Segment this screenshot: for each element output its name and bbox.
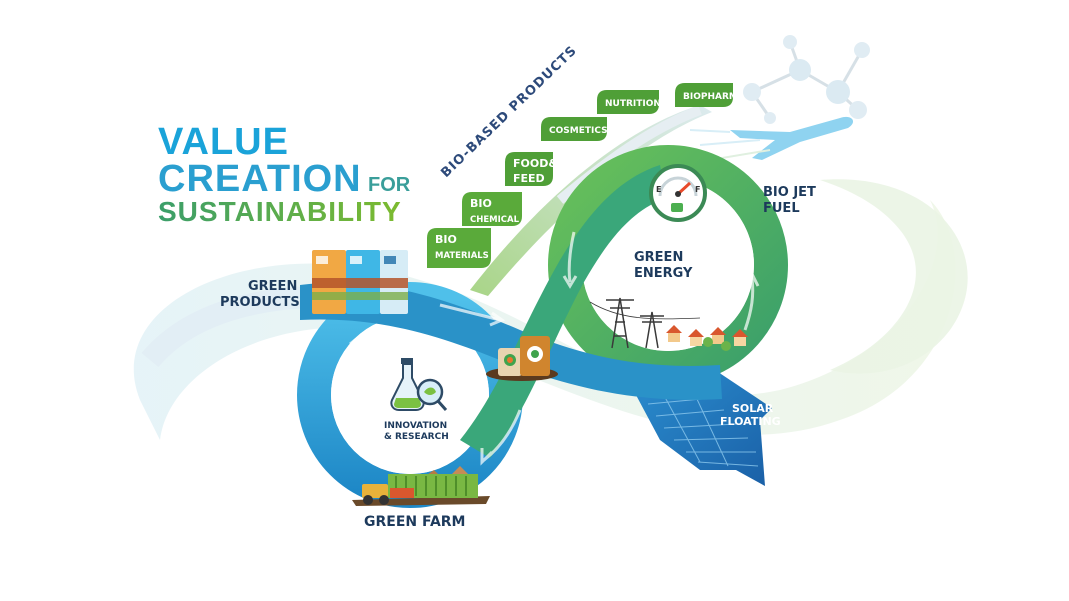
title-line-2: CREATION xyxy=(158,158,362,200)
tag-label-line-1: BIO xyxy=(470,197,492,210)
fertilizer-sacks-icon xyxy=(486,336,558,381)
tag-background xyxy=(541,117,607,141)
bio-based-tags: BIO MATERIALS BIO CHEMICAL FOOD&FEED COSMETIC… xyxy=(427,83,745,268)
bio-based-arc-band xyxy=(470,105,712,296)
solar-floating-label-1: SOLAR xyxy=(732,402,774,415)
bio-jet-fuel-label-2: FUEL xyxy=(763,201,800,216)
flow-arrows xyxy=(340,231,760,466)
bio-based-tag: BIO CHEMICAL xyxy=(462,192,522,226)
bio-based-tag: NUTRITION xyxy=(597,90,661,114)
molecule-decoration xyxy=(743,35,870,124)
product-bags-icon xyxy=(312,250,408,314)
title-line-1: VALUE xyxy=(158,121,289,163)
bio-based-tag: COSMETICS xyxy=(541,117,608,141)
solar-floating-label-2: FLOATING xyxy=(720,415,781,428)
power-towers-icon xyxy=(589,297,701,349)
bio-based-tag: BIO MATERIALS xyxy=(427,228,491,268)
innovation-label-2: & RESEARCH xyxy=(384,432,449,442)
tag-label-line-2: MATERIALS xyxy=(435,251,489,261)
green-farm-icon xyxy=(352,466,490,506)
tag-label-line-1: COSMETICS xyxy=(549,126,608,136)
innovation-label-1: INNOVATION xyxy=(384,421,447,431)
tag-label-line-2: CHEMICAL xyxy=(470,215,520,225)
title-line-3: SUSTAINABILITY xyxy=(158,196,402,227)
green-farm-label: GREEN FARM xyxy=(364,514,466,530)
green-energy-label-2: ENERGY xyxy=(634,266,693,281)
bio-jet-fuel-label-1: BIO JET xyxy=(763,185,816,200)
village-houses-icon xyxy=(666,325,748,351)
green-energy-label-1: GREEN xyxy=(634,250,683,265)
tag-label-line-1: NUTRITION xyxy=(605,99,661,109)
title-line-2-suffix: FOR xyxy=(368,174,411,196)
gauge-f-label: F xyxy=(695,185,700,194)
tag-label-line-1: BIOPHARMA xyxy=(683,92,745,102)
bio-based-tag: BIOPHARMA xyxy=(675,83,745,107)
tag-background xyxy=(675,83,733,107)
tag-label-line-2: FEED xyxy=(513,172,545,185)
tag-background xyxy=(505,152,553,186)
bio-based-tag: FOOD&FEED xyxy=(505,152,558,186)
tag-background xyxy=(597,90,659,114)
gauge-e-label: E xyxy=(656,185,661,194)
green-products-label-2: PRODUCTS xyxy=(220,295,300,310)
page-title: VALUE CREATION FOR SUSTAINABILITY xyxy=(158,121,411,227)
green-products-label-1: GREEN xyxy=(248,279,297,294)
innovation-flask-icon xyxy=(390,358,448,411)
tag-label-line-1: FOOD& xyxy=(513,157,558,170)
tag-label-line-1: BIO xyxy=(435,233,457,246)
tag-background xyxy=(427,228,491,268)
fuel-gauge-icon: E F xyxy=(649,164,707,222)
tag-background xyxy=(462,192,522,226)
